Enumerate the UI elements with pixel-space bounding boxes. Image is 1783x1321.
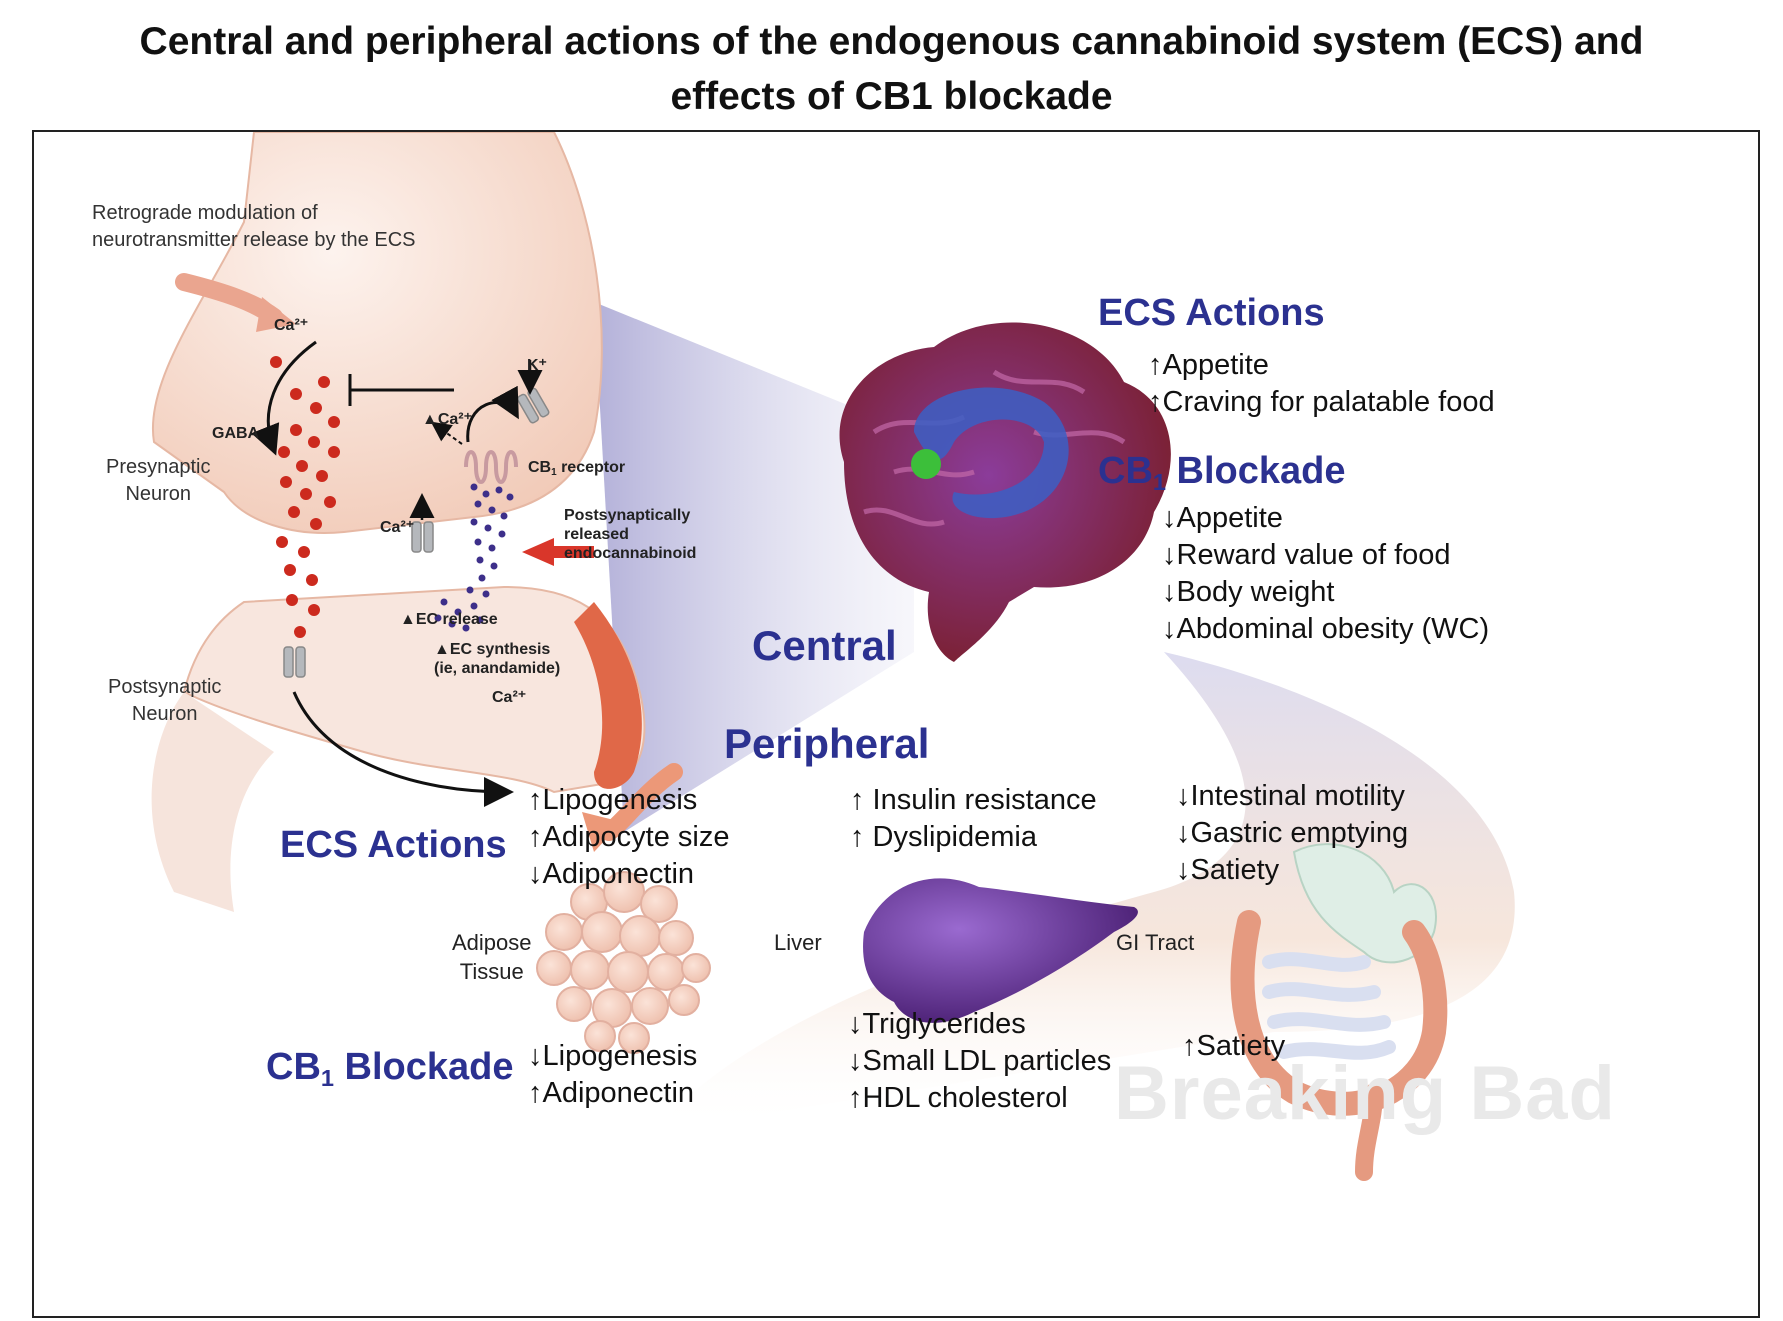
ca-top-label: Ca²⁺ — [274, 317, 309, 334]
cb1-receptor-coils — [464, 450, 518, 484]
cb1-receptor-label: CB1 receptor — [528, 459, 626, 478]
gi-tract-label: GI Tract — [1116, 930, 1195, 955]
postsynaptic-dendrite — [151, 692, 274, 912]
red-dendrite — [574, 602, 642, 789]
ec-synthesis-label: ▲EC synthesis (ie, anandamide) — [434, 641, 561, 677]
central-cb1-blockade-heading: CB1 Blockade — [1098, 450, 1346, 496]
projection-beam — [594, 302, 914, 832]
gi-cb1-effects: ↑Satiety — [1182, 1030, 1286, 1062]
ion-channel-middle — [411, 521, 434, 553]
peripheral-ecs-actions-heading: ECS Actions — [280, 824, 507, 866]
gaba-label: GABA — [212, 425, 260, 442]
gi-ecs-effects: ↓Intestinal motility ↓Gastric emptying ↓… — [1176, 780, 1409, 886]
swirl-band — [654, 652, 1515, 1132]
gi-tract-illustration — [1230, 843, 1448, 1181]
liver-label: Liver — [774, 930, 822, 955]
postsynaptic-release-label: Postsynaptically released endocannabinoi… — [564, 507, 697, 562]
gaba-vesicles — [270, 356, 340, 638]
title-line-1: Central and peripheral actions of the en… — [139, 20, 1644, 63]
ec-release-label: ▲EC release — [400, 611, 498, 628]
central-ecs-effects: ↑Appetite ↑Craving for palatable food — [1148, 349, 1495, 418]
central-cb1-effects: ↓Appetite ↓Reward value of food ↓Body we… — [1162, 502, 1490, 645]
ca-efflux-label: ▲Ca²⁺ — [422, 411, 473, 428]
adipose-ecs-effects: ↑Lipogenesis ↑Adipocyte size ↓Adiponecti… — [528, 784, 730, 890]
central-label: Central — [752, 622, 897, 669]
ca-channel-label: Ca²⁺ — [380, 519, 415, 536]
adipose-cb1-effects: ↓Lipogenesis ↑Adiponectin — [528, 1040, 698, 1109]
presynaptic-neuron-label: Presynaptic Neuron — [106, 456, 211, 505]
central-ecs-actions-heading: ECS Actions — [1098, 292, 1325, 334]
liver-cb1-effects: ↓Triglycerides ↓Small LDL particles ↑HDL… — [848, 1008, 1112, 1114]
endocannabinoid-dots — [434, 483, 514, 632]
ca-bottom-label: Ca²⁺ — [492, 689, 527, 706]
diagram-art — [151, 132, 1515, 1181]
figure-frame: Retrograde modulation of neurotransmitte… — [32, 130, 1760, 1318]
postsynaptic-neuron-label: Postsynaptic Neuron — [108, 676, 222, 725]
adipose-tissue-illustration — [536, 871, 711, 1054]
liver-illustration — [863, 878, 1138, 1023]
peripheral-cb1-blockade-heading: CB1 Blockade — [266, 1046, 514, 1092]
k-ion-label: K⁺ — [527, 357, 547, 374]
page-title: Central and peripheral actions of the en… — [30, 14, 1753, 124]
red-release-arrow — [522, 538, 594, 566]
ion-channel-left — [283, 646, 306, 678]
brain-illustration — [839, 322, 1171, 662]
watermark: Breaking Bad — [1114, 1051, 1616, 1136]
title-line-2: effects of CB1 blockade — [670, 75, 1113, 118]
adipose-tissue-label: Adipose Tissue — [452, 930, 532, 984]
peripheral-label: Peripheral — [724, 720, 930, 767]
liver-ecs-effects: ↑ Insulin resistance ↑ Dyslipidemia — [850, 784, 1097, 853]
retrograde-modulation-label: Retrograde modulation of neurotransmitte… — [92, 202, 416, 251]
